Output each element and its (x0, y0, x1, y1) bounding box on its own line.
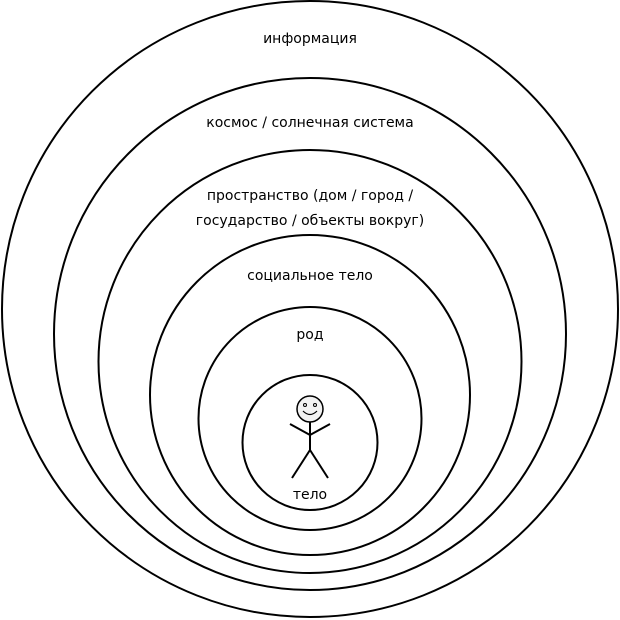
circle-kin (197, 306, 423, 531)
label-space-line1: пространство (дом / город / (206, 188, 414, 204)
label-body: тело (292, 487, 328, 503)
label-kin: род (296, 327, 324, 343)
stick-figure-icon (289, 395, 331, 479)
label-space-line2: государство / объекты вокруг) (195, 213, 425, 229)
circle-cosmos (53, 77, 567, 591)
label-social-body: социальное тело (247, 268, 373, 284)
circle-space (97, 149, 523, 574)
label-cosmos: космос / солнечная система (206, 115, 414, 131)
label-information: информация (263, 31, 357, 47)
circle-body (241, 374, 379, 511)
circle-social-body (149, 234, 471, 556)
